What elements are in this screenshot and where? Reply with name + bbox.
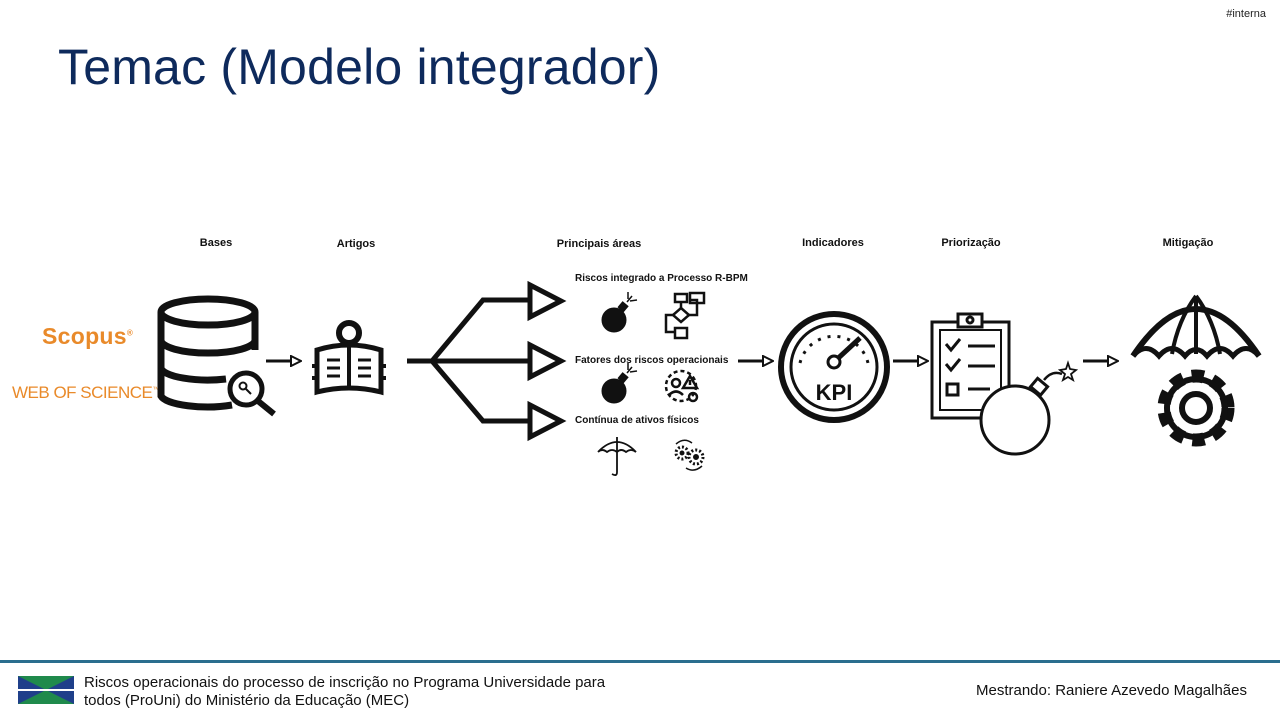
- university-logo: [18, 676, 74, 704]
- stage-label-indicadores: Indicadores: [802, 237, 864, 249]
- footer-description: Riscos operacionais do processo de inscr…: [84, 674, 606, 709]
- classification-tag: #interna: [1226, 8, 1266, 20]
- flowchart-icon: [664, 291, 706, 340]
- page-title: Temac (Modelo integrador): [58, 39, 661, 95]
- people-warning-gear-icon: [664, 369, 700, 403]
- kpi-gauge-icon: [778, 311, 890, 423]
- stage-label-artigos: Artigos: [336, 238, 376, 250]
- kpi-label: KPI: [816, 380, 853, 405]
- area-label-fatores: Fatores dos riscos operacionais: [575, 355, 729, 366]
- bomb-icon: [601, 363, 638, 404]
- footer-rule: [0, 660, 1280, 663]
- checklist-clipboard-icon: [930, 312, 1079, 456]
- umbrella-gear-icon: [1130, 294, 1262, 447]
- database-search-icon: [157, 295, 276, 417]
- area-label-ativos: Contínua de ativos físicos: [575, 415, 699, 426]
- stage-label-bases: Bases: [199, 237, 233, 249]
- process-diagram: KPI: [157, 280, 1262, 477]
- branch-arrows: [407, 280, 567, 442]
- footer-author: Mestrando: Raniere Azevedo Magalhães: [976, 682, 1247, 699]
- web-of-science-logo: WEB OF SCIENCE™: [12, 383, 159, 402]
- stage-label-mitigacao: Mitigação: [1162, 237, 1214, 249]
- scopus-logo: Scopus®: [42, 323, 134, 349]
- stage-label-areas: Principais áreas: [556, 238, 642, 250]
- gears-cycle-icon: [674, 439, 705, 471]
- area-label-rbpm: Riscos integrado a Processo R-BPM: [575, 273, 748, 284]
- reading-person-icon: [312, 320, 386, 396]
- umbrella-icon: [597, 437, 637, 477]
- stage-label-priorizacao: Priorização: [941, 237, 1001, 249]
- bomb-icon: [601, 292, 638, 333]
